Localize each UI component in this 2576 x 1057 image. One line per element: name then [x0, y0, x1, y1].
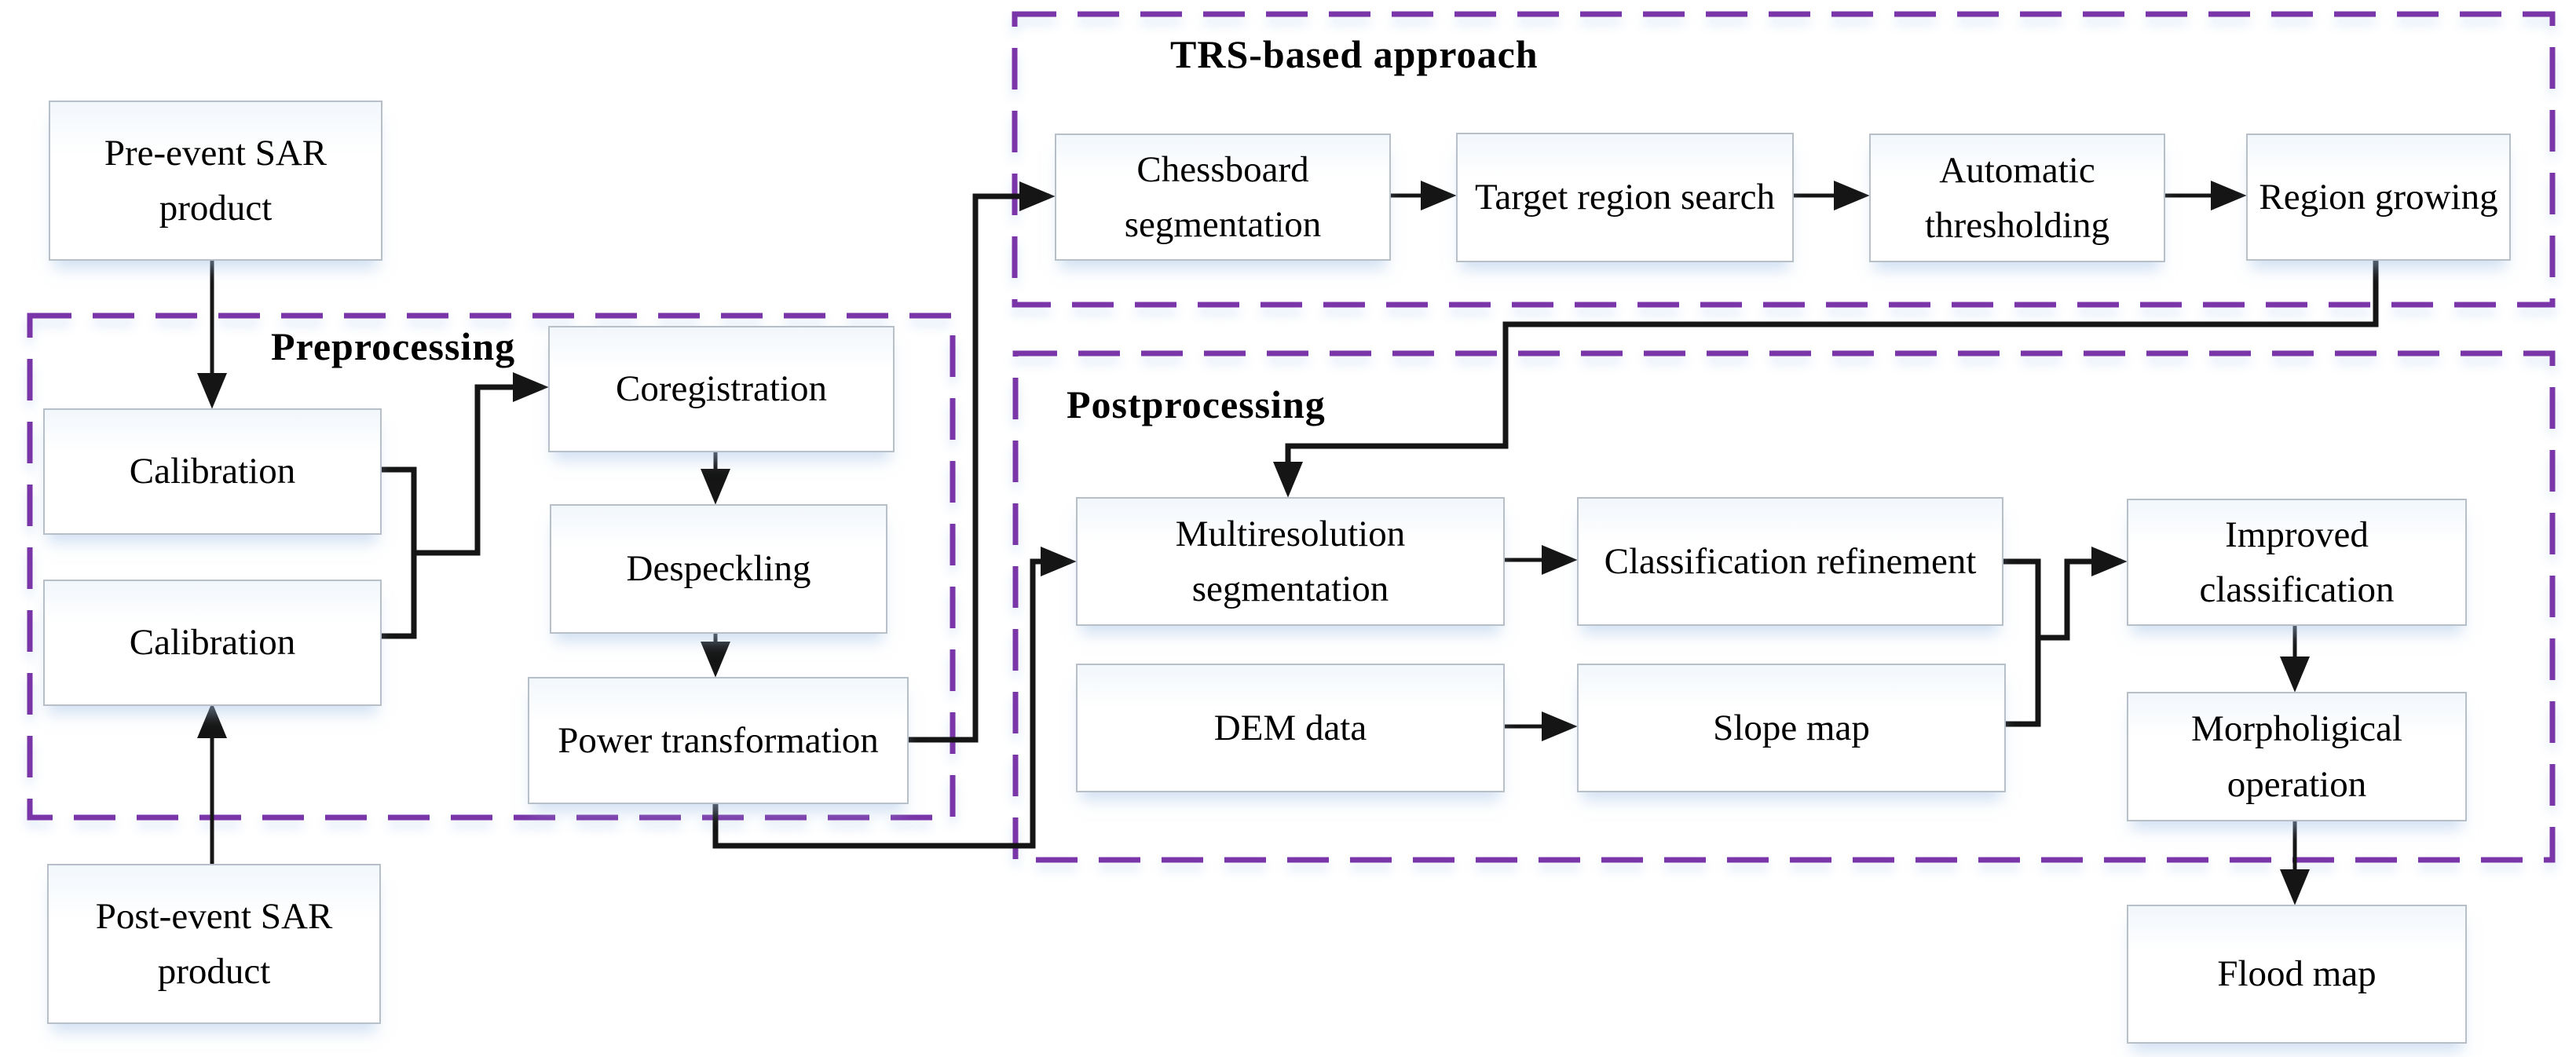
postprocessing-title: Postprocessing [1067, 382, 1326, 426]
edge-refinement-slope-merge-bracket [2000, 558, 2041, 727]
preprocessing-title: Preprocessing [271, 324, 516, 368]
node-label: Improved classification [2199, 514, 2395, 611]
node-target-region-search: Target region search [1456, 133, 1794, 262]
edge-calibrations-coregistration [414, 372, 549, 556]
node-label: Classification refinement [1604, 540, 1977, 582]
node-label: Target region search [1474, 177, 1776, 218]
node-flood-map: Flood map [2127, 905, 2467, 1044]
node-calibration-post: Calibration [43, 580, 382, 706]
node-post-event-sar-product: Post-event SAR product [47, 864, 381, 1024]
node-label: Coregistration [616, 368, 827, 410]
node-label: Morpholigical operation [2191, 708, 2402, 805]
node-calibration-pre: Calibration [43, 408, 382, 535]
node-classification-refinement: Classification refinement [1577, 497, 2003, 626]
edge-power-chessboard [906, 181, 1056, 743]
node-automatic-thresholding: Automatic thresholding [1869, 133, 2165, 262]
node-label: Automatic thresholding [1925, 149, 2109, 247]
node-morpholigical-operation: Morpholigical operation [2127, 692, 2467, 821]
node-chessboard-segmentation: Chessboard segmentation [1055, 133, 1391, 261]
node-label: Pre-event SAR product [104, 132, 327, 229]
edge-regiongrowing-multiresolution [1273, 258, 2379, 498]
node-label: Post-event SAR product [95, 895, 333, 993]
node-label: Calibration [129, 451, 296, 492]
edge-merge-improvedclassification [2038, 547, 2128, 641]
node-label: Region growing [2259, 176, 2498, 218]
node-label: Calibration [129, 622, 296, 664]
node-pre-event-sar-product: Pre-event SAR product [49, 101, 382, 261]
node-slope-map: Slope map [1577, 664, 2006, 792]
node-despeckling: Despeckling [550, 504, 887, 634]
node-label: Slope map [1713, 707, 1870, 748]
node-label: DEM data [1213, 707, 1367, 748]
node-label: Chessboard segmentation [1124, 148, 1322, 246]
node-label: Flood map [2217, 953, 2377, 995]
node-region-growing: Region growing [2246, 133, 2511, 261]
node-label: Despeckling [626, 548, 811, 590]
node-label: Multiresolution segmentation [1175, 513, 1406, 610]
edge-calibration-merge-bracket [379, 466, 417, 639]
node-dem-data: DEM data [1076, 664, 1505, 792]
node-power-transformation: Power transformation [528, 677, 909, 804]
node-label: Power transformation [558, 719, 879, 761]
node-multiresolution-segmentation: Multiresolution segmentation [1076, 497, 1505, 626]
node-coregistration: Coregistration [548, 326, 895, 452]
trs-title: TRS-based approach [1170, 32, 1539, 76]
node-improved-classification: Improved classification [2127, 499, 2467, 626]
